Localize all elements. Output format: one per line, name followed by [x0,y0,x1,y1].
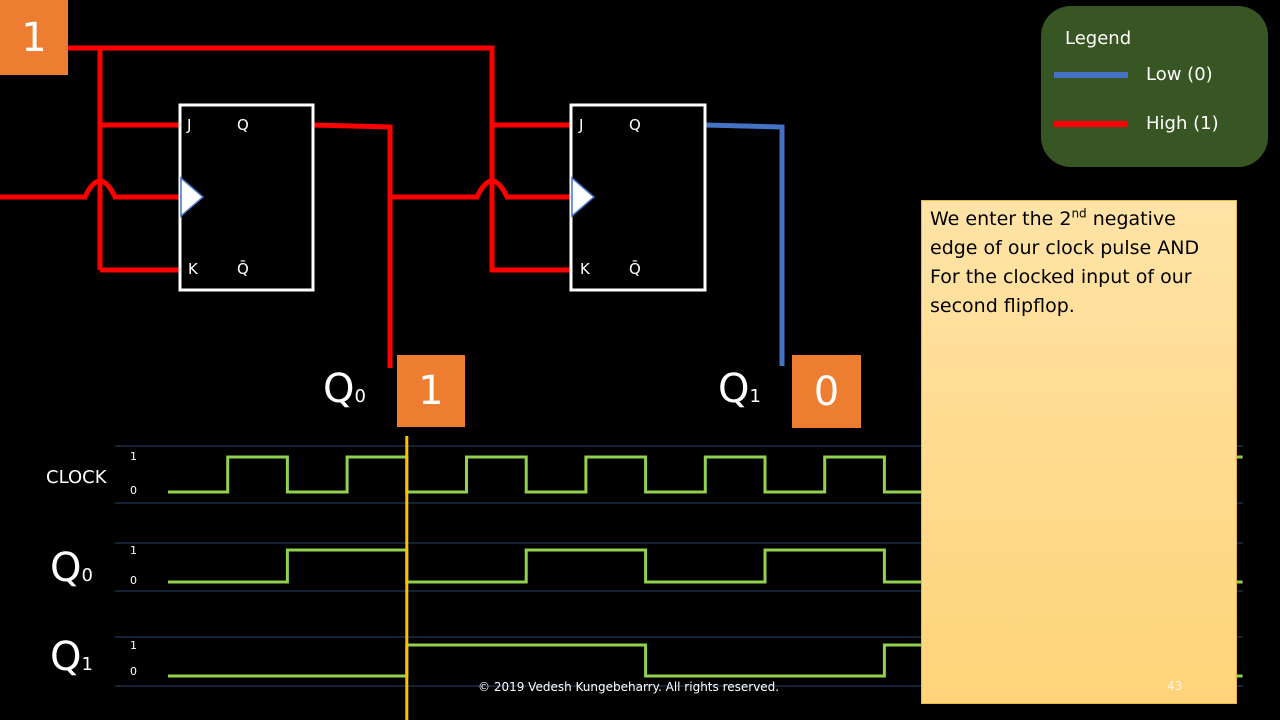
legend-item-high: High (1) [1054,113,1219,134]
pin-qbar: Q̄ [237,260,249,278]
q1-label: Q1 [718,366,761,412]
clock-input-wire [0,178,180,200]
q0-signal-label: Q0 [50,545,93,591]
q0-label: Q0 [323,366,366,412]
input-value-box: 1 [0,0,68,75]
flipflop-0 [178,103,315,292]
high-swatch-icon [1054,121,1128,127]
low-swatch-icon [1054,72,1128,78]
q0-to-clock2-wire [390,178,571,200]
level-high-label: 1 [130,450,137,463]
level-low-label: 0 [130,484,137,497]
copyright: © 2019 Vedesh Kungebeharry. All rights r… [478,680,780,694]
level-low-label: 0 [130,665,137,678]
pin-k: K [580,260,590,278]
legend: Legend Low (0) High (1) [1041,6,1268,167]
level-high-label: 1 [130,544,137,557]
pin-j: J [579,116,584,134]
pin-qbar: Q̄ [629,260,641,278]
q1-signal-label: Q1 [50,634,93,680]
pin-q: Q [629,116,641,134]
level-low-label: 0 [130,574,137,587]
pin-q: Q [237,116,249,134]
legend-title: Legend [1065,28,1132,49]
high-input-wire [68,45,571,273]
pin-k: K [188,260,198,278]
q1-wire [704,122,785,366]
page-number: 43 [1167,679,1183,693]
q0-wire [312,122,393,368]
pin-j: J [187,116,192,134]
clock-signal-label: CLOCK [46,467,107,488]
level-high-label: 1 [130,639,137,652]
legend-item-low: Low (0) [1054,64,1213,85]
q1-value-box: 0 [792,355,861,428]
explanation-note: We enter the 2nd negative edge of our cl… [921,200,1237,704]
clock-triangle-icon [571,176,596,218]
flipflop-1 [569,103,707,292]
clock-triangle-icon [180,176,205,218]
q0-value-box: 1 [397,355,465,427]
